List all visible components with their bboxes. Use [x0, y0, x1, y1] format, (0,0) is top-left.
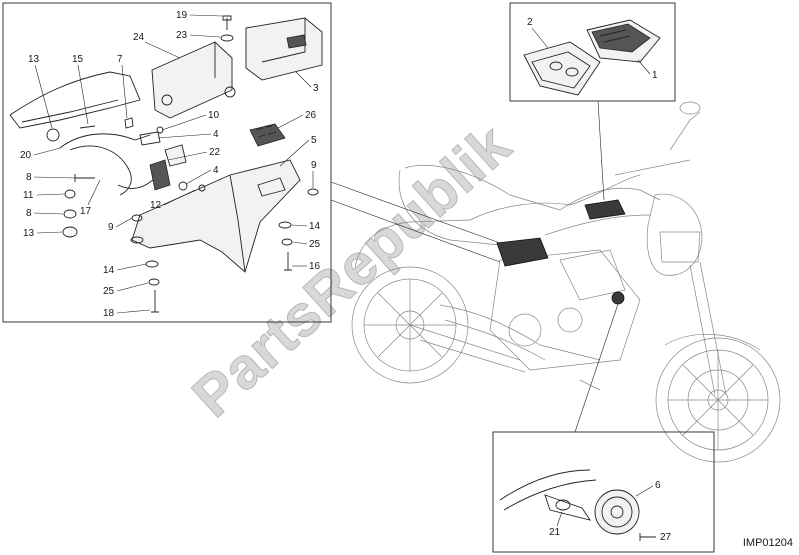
top-right-detail-parts	[523, 19, 661, 96]
module-3-label	[286, 34, 307, 49]
callout-18: 18	[103, 308, 115, 319]
callout-12: 12	[150, 200, 162, 211]
callout-11: 11	[23, 190, 34, 201]
relay-22	[149, 159, 171, 191]
callout-24: 24	[133, 32, 145, 43]
horn-bracket	[544, 494, 592, 521]
callout-23: 23	[176, 30, 188, 41]
callout-7: 7	[117, 54, 123, 65]
callout-10: 10	[208, 110, 220, 121]
callout-26: 26	[305, 110, 317, 121]
motorcycle-overview	[351, 101, 781, 463]
callout-9a: 9	[311, 160, 317, 171]
callout-6: 6	[655, 480, 661, 491]
callout-4a: 4	[213, 129, 219, 140]
callout-16: 16	[309, 261, 321, 272]
fastener-group-bottom	[130, 188, 319, 313]
washer-23	[220, 34, 234, 42]
connector-10	[164, 144, 187, 167]
highlighted-dash-unit-on-bike	[584, 199, 626, 220]
callout-25a: 25	[103, 286, 115, 297]
callout-27: 27	[660, 532, 672, 543]
callout-14a: 14	[103, 265, 115, 276]
left-detail-parts	[9, 15, 323, 313]
callout-1: 1	[652, 70, 658, 81]
callout-3: 3	[313, 83, 319, 94]
watermark-text: PartsRepublik	[180, 112, 523, 430]
screw-19	[222, 15, 232, 30]
frame-link-left-top	[330, 181, 501, 244]
highlighted-control-unit-on-bike	[496, 237, 549, 267]
detail-frame-top-right	[509, 2, 676, 102]
washer-21	[555, 499, 571, 511]
callout-20: 20	[20, 150, 32, 161]
callouts-left: 19 23 24 3 13 15 7 10 4 22 4 26 5 9 20 8…	[20, 10, 321, 319]
callout-8b: 8	[26, 208, 32, 219]
callout-25b: 25	[309, 239, 321, 250]
cover-24	[151, 41, 233, 119]
callout-4b: 4	[213, 165, 219, 176]
reference-code: IMP01204	[742, 537, 793, 549]
callout-9b: 9	[108, 222, 114, 233]
detail-frame-left	[2, 2, 332, 323]
callout-5: 5	[311, 135, 317, 146]
callout-21: 21	[549, 527, 561, 538]
callout-22: 22	[209, 147, 221, 158]
harness-20	[59, 133, 151, 149]
callout-17: 17	[80, 206, 92, 217]
watermark: PartsRepublik	[180, 111, 524, 430]
frame-link-bottom-right	[574, 303, 619, 433]
bottom-right-detail-parts	[499, 469, 656, 541]
screw-27	[639, 533, 656, 541]
rear-subframe	[9, 71, 141, 129]
callouts-top-right: 2 1	[527, 17, 658, 81]
callout-15: 15	[72, 54, 84, 65]
callout-14b: 14	[309, 221, 321, 232]
callout-8a: 8	[26, 172, 32, 183]
callout-19: 19	[176, 10, 188, 21]
frame-link-top-right	[597, 100, 605, 201]
highlighted-horn-on-bike	[611, 291, 625, 305]
harness-17	[69, 145, 132, 196]
module-3	[245, 17, 323, 81]
frame-link-left-bottom	[330, 199, 501, 263]
callout-13a: 13	[28, 54, 40, 65]
fastener-group-left	[46, 117, 164, 238]
bracket-4	[139, 131, 161, 146]
callouts-bottom-right: 6 21 27	[549, 480, 672, 543]
cover-2	[523, 41, 601, 96]
detail-frame-bottom-right	[492, 431, 715, 553]
bracket-frame	[499, 469, 591, 501]
callout-2: 2	[527, 17, 533, 28]
horn-6	[594, 489, 640, 535]
callout-13b: 13	[23, 228, 35, 239]
